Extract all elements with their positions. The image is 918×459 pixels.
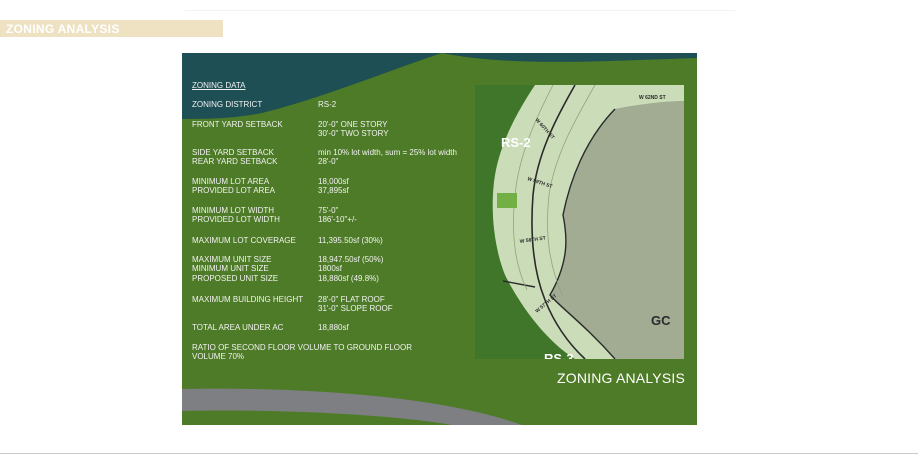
zoning-row-value: 1800sf xyxy=(318,264,343,274)
zoning-row-value: 18,947.50sf (50%) xyxy=(318,255,384,264)
zoning-map: RS-2 RS-3 GC W 62ND ST W 60TH ST W 59TH … xyxy=(475,85,684,359)
rs3-boundary xyxy=(502,280,536,288)
zoning-row-label: PROVIDED LOT AREA xyxy=(192,186,275,196)
zoning-row-label: MAXIMUM UNIT SIZE xyxy=(192,255,272,264)
rs3-label: RS-3 xyxy=(544,351,574,359)
zoning-row-label: FRONT YARD SETBACK xyxy=(192,120,283,129)
zoning-row-label: PROVIDED LOT WIDTH xyxy=(192,215,280,225)
zoning-row-value: 18,000sf xyxy=(318,177,349,186)
zoning-row-label: MINIMUM UNIT SIZE xyxy=(192,264,269,274)
section-title: ZONING ANALYSIS xyxy=(6,22,120,36)
zoning-row-label: VOLUME 70% xyxy=(192,352,245,362)
zoning-row-label: TOTAL AREA UNDER AC xyxy=(192,323,284,332)
zoning-row-label: MAXIMUM BUILDING HEIGHT xyxy=(192,295,304,304)
road-edge xyxy=(182,410,452,425)
zoning-data-heading: ZONING DATA xyxy=(192,81,246,90)
water-area xyxy=(182,53,442,119)
section-header: ZONING ANALYSIS xyxy=(0,20,223,37)
zoning-row-value: RS-2 xyxy=(318,100,337,109)
zoning-row-value: 31'-0" SLOPE ROOF xyxy=(318,304,393,314)
zoning-row-label: MAXIMUM LOT COVERAGE xyxy=(192,236,296,245)
top-rule xyxy=(185,10,735,11)
bottom-rule xyxy=(0,453,918,454)
zoning-row-value: 28'-0" FLAT ROOF xyxy=(318,295,385,304)
zoning-row-value: 186'-10"+/- xyxy=(318,215,357,225)
zoning-row-value: 28'-0" xyxy=(318,157,339,167)
gc-boundary xyxy=(549,108,616,359)
zoning-map-svg: RS-2 RS-3 GC W 62ND ST W 60TH ST W 59TH … xyxy=(492,85,684,359)
zoning-row-value: 20'-0" ONE STORY xyxy=(318,120,388,129)
site-parcel xyxy=(497,193,517,208)
zoning-row-value: 30'-0" TWO STORY xyxy=(318,129,389,139)
gc-label: GC xyxy=(651,313,671,328)
gc-parcel xyxy=(550,101,684,359)
zoning-row-label: PROPOSED UNIT SIZE xyxy=(192,273,279,283)
zoning-row-label: SIDE YARD SETBACK xyxy=(192,148,274,157)
zoning-row-label: MINIMUM LOT AREA xyxy=(192,177,270,186)
w58-label: W 58TH ST xyxy=(519,235,546,245)
panel-background xyxy=(182,53,697,425)
zoning-row-label: RATIO OF SECOND FLOOR VOLUME TO GROUND F… xyxy=(192,343,413,352)
zoning-row-label: ZONING DISTRICT xyxy=(192,100,263,109)
zoning-row-value: 18,880sf (49.8%) xyxy=(318,273,379,283)
zoning-row-value: min 10% lot width, sum = 25% lot width xyxy=(318,148,457,157)
panel-title: ZONING ANALYSIS xyxy=(557,370,685,386)
zoning-row-label: MINIMUM LOT WIDTH xyxy=(192,206,275,215)
zoning-row-value: 11,395.50sf (30%) xyxy=(318,236,383,245)
street-line xyxy=(531,85,586,359)
zoning-row-value: 37,895sf xyxy=(318,186,349,196)
w62-label: W 62ND ST xyxy=(639,95,666,101)
zoning-row-label: REAR YARD SETBACK xyxy=(192,157,278,167)
water-strip xyxy=(442,53,697,62)
lot-line-2 xyxy=(547,85,596,298)
rs2-label: RS-2 xyxy=(501,135,531,150)
zoning-row-value: 18,880sf xyxy=(318,323,349,332)
zoning-row-value: 75'-0" xyxy=(318,206,339,215)
